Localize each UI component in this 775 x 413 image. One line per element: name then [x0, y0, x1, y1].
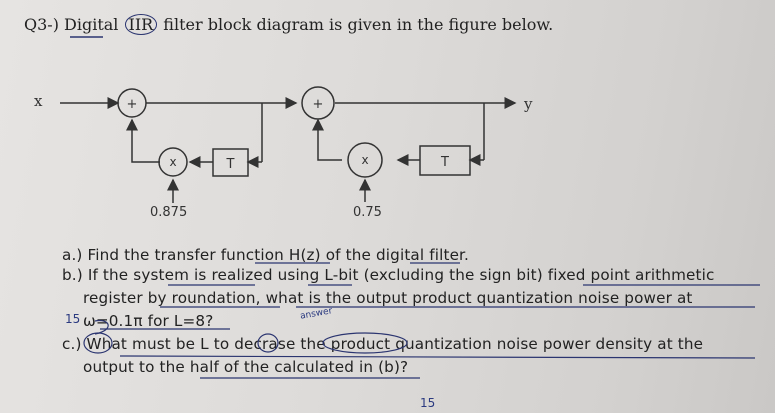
question-b-line-2: register by roundation, what is the outp… — [83, 289, 693, 307]
handwritten-left-mark: 15 — [65, 312, 81, 326]
delay-2-symbol: T — [440, 155, 449, 170]
adder-2 — [301, 86, 335, 120]
adder-1 — [117, 88, 147, 118]
delay-block-2 — [419, 145, 471, 176]
delay-1-symbol: T — [226, 157, 235, 172]
question-title: Q3-) Digital IIR filter block diagram is… — [24, 14, 554, 35]
multiplier-1-symbol: x — [169, 155, 176, 169]
coefficient-2: 0.75 — [353, 205, 382, 220]
question-b-line-3: ω=0.1π for L=8? — [83, 312, 214, 330]
title-suffix: filter block diagram is given in the fig… — [158, 15, 554, 34]
output-label: y — [524, 95, 533, 113]
coefficient-1: 0.875 — [150, 205, 188, 220]
handwritten-bottom-mark: 15 — [420, 396, 436, 410]
question-b-line-1: b.) If the system is realized using L-bi… — [62, 266, 715, 284]
adder-2-symbol: + — [313, 97, 324, 112]
delay-block-1 — [212, 148, 249, 177]
multiplier-2 — [347, 142, 383, 178]
adder-1-symbol: + — [127, 97, 138, 112]
question-a: a.) Find the transfer function H(z) of t… — [62, 246, 470, 264]
title-circled-word: IIR — [124, 14, 158, 35]
question-c-line-1: c.) What must be L to decrase the produc… — [62, 335, 704, 353]
question-c-line-2: output to the half of the calculated in … — [83, 358, 409, 376]
input-label: x — [34, 92, 43, 110]
multiplier-2-symbol: x — [361, 153, 368, 167]
multiplier-1 — [158, 147, 188, 177]
title-prefix: Q3-) Digital — [24, 15, 124, 34]
